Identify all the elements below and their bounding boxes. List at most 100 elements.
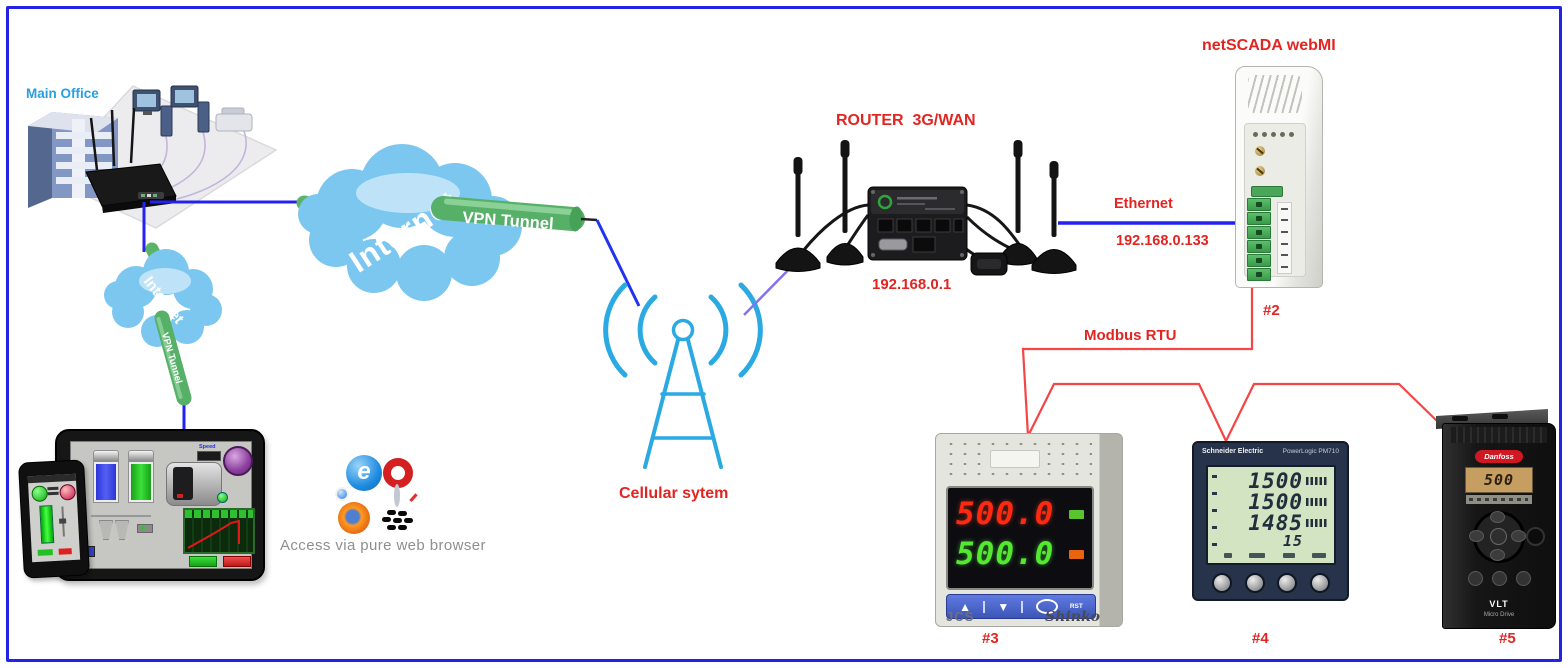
netscada-title: netSCADA webMI: [1202, 37, 1336, 54]
hmi-speed-label: Speed: [199, 444, 216, 450]
jcs-tag: #3: [982, 630, 999, 647]
browser-icons-cluster: e: [320, 450, 435, 540]
vlt-model-label: VLT: [1489, 599, 1509, 609]
hmi-tank-blue: [93, 450, 119, 503]
vlt-right-button: [1511, 530, 1526, 542]
tablet-device: Speed: [55, 429, 265, 581]
hmi-status-led: [217, 492, 228, 503]
access-label: Access via pure web browser: [280, 537, 486, 554]
jcs-indicator-green: [1069, 509, 1084, 519]
netscada-vents: [1248, 75, 1302, 113]
netscada-housing: [1235, 66, 1323, 288]
jcs-display: 500.0 500.0: [946, 486, 1094, 590]
pm710-button: [1277, 573, 1298, 593]
vlt-housing: Danfoss 500 VLT Micro Drive: [1442, 423, 1556, 629]
vlt-vents: [1451, 427, 1547, 443]
office-building-icon: [28, 112, 118, 208]
pm710-bargraph: [1306, 476, 1328, 485]
vlt-function-buttons: [1459, 571, 1539, 586]
jcs-up-icon: ▲: [959, 599, 972, 614]
office-printer-icon: [215, 107, 253, 132]
line-tunnel-stub: [580, 217, 598, 222]
vlt-potentiometer-knob: [1526, 527, 1545, 546]
hmi-valve-led: [141, 526, 145, 530]
netscada-label-strip: [1277, 202, 1292, 274]
netscada-led-row: [1253, 132, 1294, 137]
pm710-reading-1: 1500: [1248, 468, 1303, 493]
hmi-trend-chart: [183, 508, 255, 554]
pm710-reading-3: 1485: [1248, 510, 1303, 535]
cellular-label: Cellular sytem: [619, 485, 729, 502]
pm710-product-label: PowerLogic PM710: [1282, 448, 1339, 455]
vlt-front-panel: Danfoss 500 VLT Micro Drive: [1459, 450, 1545, 619]
pm710-button: [1212, 573, 1233, 593]
line-modbus-drop: [1021, 270, 1254, 437]
hmi-mixer-machine: [166, 462, 222, 506]
pm710-bargraph: [1306, 497, 1328, 506]
phone-hmi-level-bar: [39, 505, 55, 544]
office-computers-icon: [132, 85, 210, 137]
pm710-softkey-labels: [1222, 553, 1328, 558]
jcs-separator: [983, 600, 986, 613]
router-3g-title: ROUTER 3G/WAN: [836, 112, 976, 129]
vlt-display: 500: [1465, 467, 1533, 493]
jcs-top-tab: [990, 450, 1040, 468]
jcs-down-icon: ▼: [997, 599, 1010, 614]
jcs-indicator-orange: [1069, 549, 1084, 559]
vlt-series-label: Micro Drive: [1483, 612, 1515, 619]
hmi-start-button: [189, 556, 217, 567]
opera-icon: [383, 458, 413, 488]
phone-hmi-stop-button: [58, 548, 72, 555]
phone-hmi-start-button: [37, 549, 53, 556]
pm710-buttons: [1206, 573, 1336, 593]
vlt-down-button: [1490, 549, 1505, 561]
danfoss-logo: Danfoss: [1475, 450, 1523, 463]
jcs-pv-value: 500.0: [956, 496, 1055, 532]
pm710-reading-4: 15: [1282, 532, 1303, 550]
phone-hmi-readout: [47, 486, 59, 491]
pm710-button: [1309, 573, 1330, 593]
netscada-front-panel: [1244, 123, 1306, 281]
office-router-icon: [85, 107, 177, 213]
pm710-bargraph: [1306, 518, 1328, 527]
hmi-hopper: [99, 520, 113, 540]
router-3g-body: [867, 186, 968, 261]
ethernet-ip: 192.168.0.133: [1116, 233, 1209, 249]
jcs-sv-value: 500.0: [956, 536, 1055, 572]
jcs-model-label: JCS: [946, 609, 975, 624]
router-3g-device: [775, 140, 1077, 276]
netscada-screw-icon: [1255, 166, 1265, 176]
hmi-hopper: [115, 520, 129, 540]
main-office-label: Main Office: [26, 86, 99, 101]
ethernet-label: Ethernet: [1114, 196, 1173, 212]
vlt-status-strip: [1466, 495, 1532, 504]
modbus-label: Modbus RTU: [1084, 327, 1177, 344]
vlt-ok-button: [1490, 528, 1507, 545]
jcs-controller: 500.0 500.0 ▲ ▼ RST JCS Shinko: [935, 433, 1123, 627]
vlt-keypad: [1459, 509, 1545, 569]
vlt-up-button: [1490, 511, 1505, 523]
blackberry-icon: [379, 510, 413, 532]
diagram-border: [6, 6, 1562, 662]
router-3g-ip: 192.168.0.1: [872, 276, 952, 293]
jcs-rst-label: RST: [1069, 603, 1083, 610]
pm710-reading-2: 1500: [1248, 489, 1303, 514]
pm710-button: [1244, 573, 1265, 593]
hmi-gauge-dial: [223, 446, 253, 476]
jcs-brand-label: Shinko: [1045, 609, 1100, 625]
phone-device: [18, 459, 90, 579]
netscada-tag: #2: [1263, 302, 1280, 319]
netscada-connector: [1251, 186, 1283, 197]
internet-explorer-icon: e: [346, 455, 382, 491]
phone-hmi-readout: [47, 491, 59, 496]
line-tunnel-to-tower: [595, 219, 641, 307]
pm710-meter: Schneider Electric PowerLogic PM710 1500…: [1192, 441, 1349, 601]
phone-hmi-screen: [27, 473, 81, 563]
jcs-keypad: ▲ ▼ RST: [946, 594, 1096, 619]
netscada-terminal-block: [1247, 198, 1271, 282]
jcs-housing: 500.0 500.0 ▲ ▼ RST JCS Shinko: [935, 433, 1123, 627]
vlt-tag: #5: [1499, 630, 1516, 647]
firefox-icon: [338, 502, 370, 534]
